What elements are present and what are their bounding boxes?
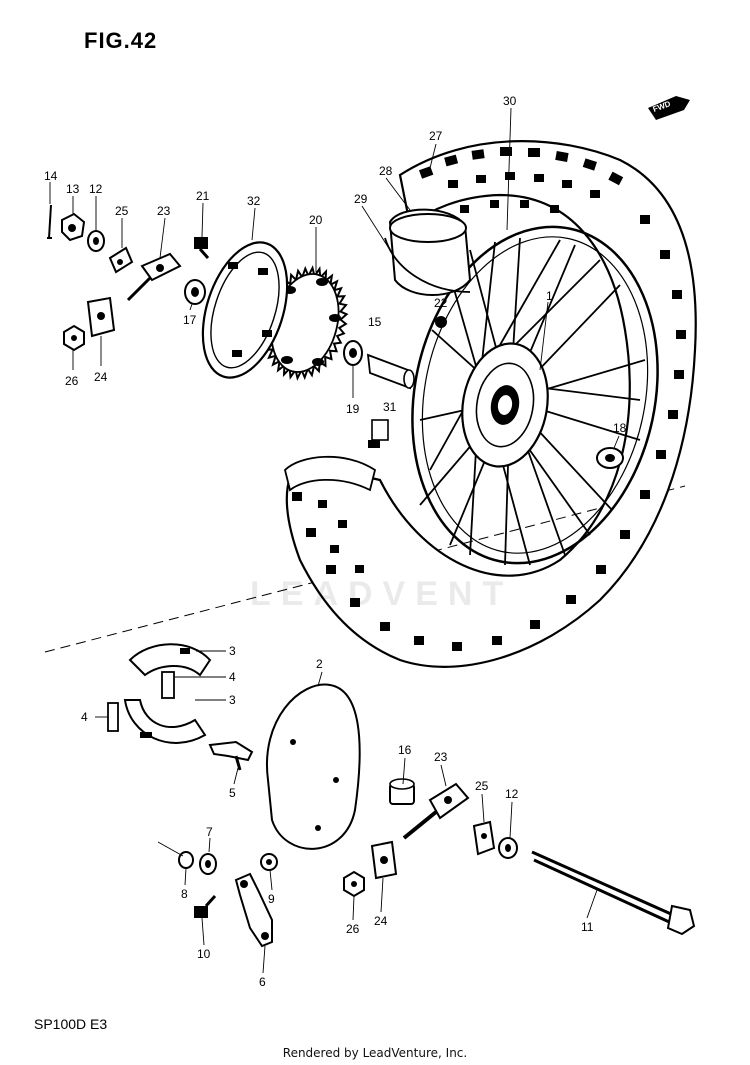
- callout-19: 19: [346, 402, 360, 416]
- washer-part-12b: [498, 837, 518, 859]
- callout-12: 12: [89, 182, 103, 196]
- chain-adjuster-part-25a: [108, 246, 134, 274]
- oil-seal-part-19: [343, 340, 363, 366]
- cam-part-5: [208, 740, 254, 771]
- callout-20: 20: [309, 213, 323, 227]
- callout-23: 23: [434, 750, 448, 764]
- valve-part-31: [368, 419, 389, 448]
- callout-26: 26: [65, 374, 79, 388]
- watermark: LEADVENT: [250, 575, 514, 613]
- callout-4: 4: [81, 710, 88, 724]
- adjuster-bolt-part-23b: [402, 782, 470, 840]
- callout-21: 21: [196, 189, 210, 203]
- brake-panel-part-2: [265, 683, 361, 850]
- callout-11: 11: [581, 920, 594, 934]
- callout-31: 31: [383, 400, 397, 414]
- callout-9: 9: [268, 892, 275, 906]
- callout-24: 24: [94, 370, 108, 384]
- nut-part-9: [260, 853, 278, 871]
- bolt-part-21: [194, 237, 210, 259]
- callout-24: 24: [374, 914, 388, 928]
- rim-lock-part-18: [596, 447, 624, 469]
- axle-centerline: [44, 485, 686, 653]
- callout-15: 15: [368, 315, 382, 329]
- tube-part-28: [388, 208, 472, 296]
- brake-arm-part-6: [234, 872, 273, 948]
- callout-3: 3: [229, 644, 236, 658]
- callout-4: 4: [229, 670, 236, 684]
- washer-part-17: [184, 279, 206, 305]
- axle-part-11: [531, 850, 696, 936]
- model-code: SP100D E3: [34, 1016, 108, 1032]
- bolt-part-10: [194, 894, 217, 918]
- callout-18: 18: [613, 421, 627, 435]
- hub-part-1: [461, 342, 549, 468]
- washer-part-12a: [87, 230, 105, 252]
- tire-part-27: [284, 140, 697, 668]
- callout-30: 30: [503, 94, 517, 108]
- forward-arrow-icon: FWD: [648, 96, 690, 120]
- callout-13: 13: [66, 182, 80, 196]
- chain-adjuster-part-25b: [472, 820, 496, 856]
- callout-29: 29: [354, 192, 368, 206]
- callout-10: 10: [197, 947, 211, 961]
- bolt-part-22: [435, 316, 447, 328]
- plate-part-24b: [370, 840, 398, 880]
- adjuster-bolt-part-23a: [126, 252, 182, 302]
- callout-28: 28: [379, 164, 393, 178]
- callout-1: 1: [546, 289, 553, 303]
- nut-part-26b: [343, 870, 365, 898]
- callout-32: 32: [247, 194, 261, 208]
- callout-14: 14: [44, 169, 58, 183]
- callout-16: 16: [398, 743, 412, 757]
- nut-part-26a: [63, 324, 85, 352]
- seal-part-7: [199, 853, 217, 875]
- cotter-pin-part-14: [47, 204, 52, 239]
- callout-27: 27: [429, 129, 443, 143]
- callout-7: 7: [206, 825, 213, 839]
- callout-2: 2: [316, 657, 323, 671]
- callout-6: 6: [259, 975, 266, 989]
- render-credit: Rendered by LeadVenture, Inc.: [282, 1046, 468, 1060]
- callout-22: 22: [434, 296, 448, 310]
- callout-8: 8: [181, 887, 188, 901]
- callout-labels: 14 13 12 25 23 21 32 20 29 28 27 30 22 1…: [44, 94, 627, 989]
- spacer-part-16: [389, 778, 415, 805]
- castle-nut-part-13: [61, 212, 86, 242]
- figure-title: FIG.42: [84, 28, 158, 53]
- callout-23: 23: [157, 204, 171, 218]
- leader-lines: [49, 107, 620, 974]
- callout-5: 5: [229, 786, 236, 800]
- callout-25: 25: [475, 779, 489, 793]
- callout-12: 12: [505, 787, 519, 801]
- callout-26: 26: [346, 922, 360, 936]
- sprocket-drum-part-32: [201, 241, 289, 379]
- callout-17: 17: [183, 313, 197, 327]
- rim-part-30: [411, 225, 659, 565]
- washer-part-8: [178, 851, 194, 869]
- spacer-part-15: [366, 353, 415, 390]
- brake-shoe-part-3: [123, 643, 212, 744]
- plate-part-24a: [86, 296, 116, 338]
- callout-25: 25: [115, 204, 129, 218]
- callout-3: 3: [229, 693, 236, 707]
